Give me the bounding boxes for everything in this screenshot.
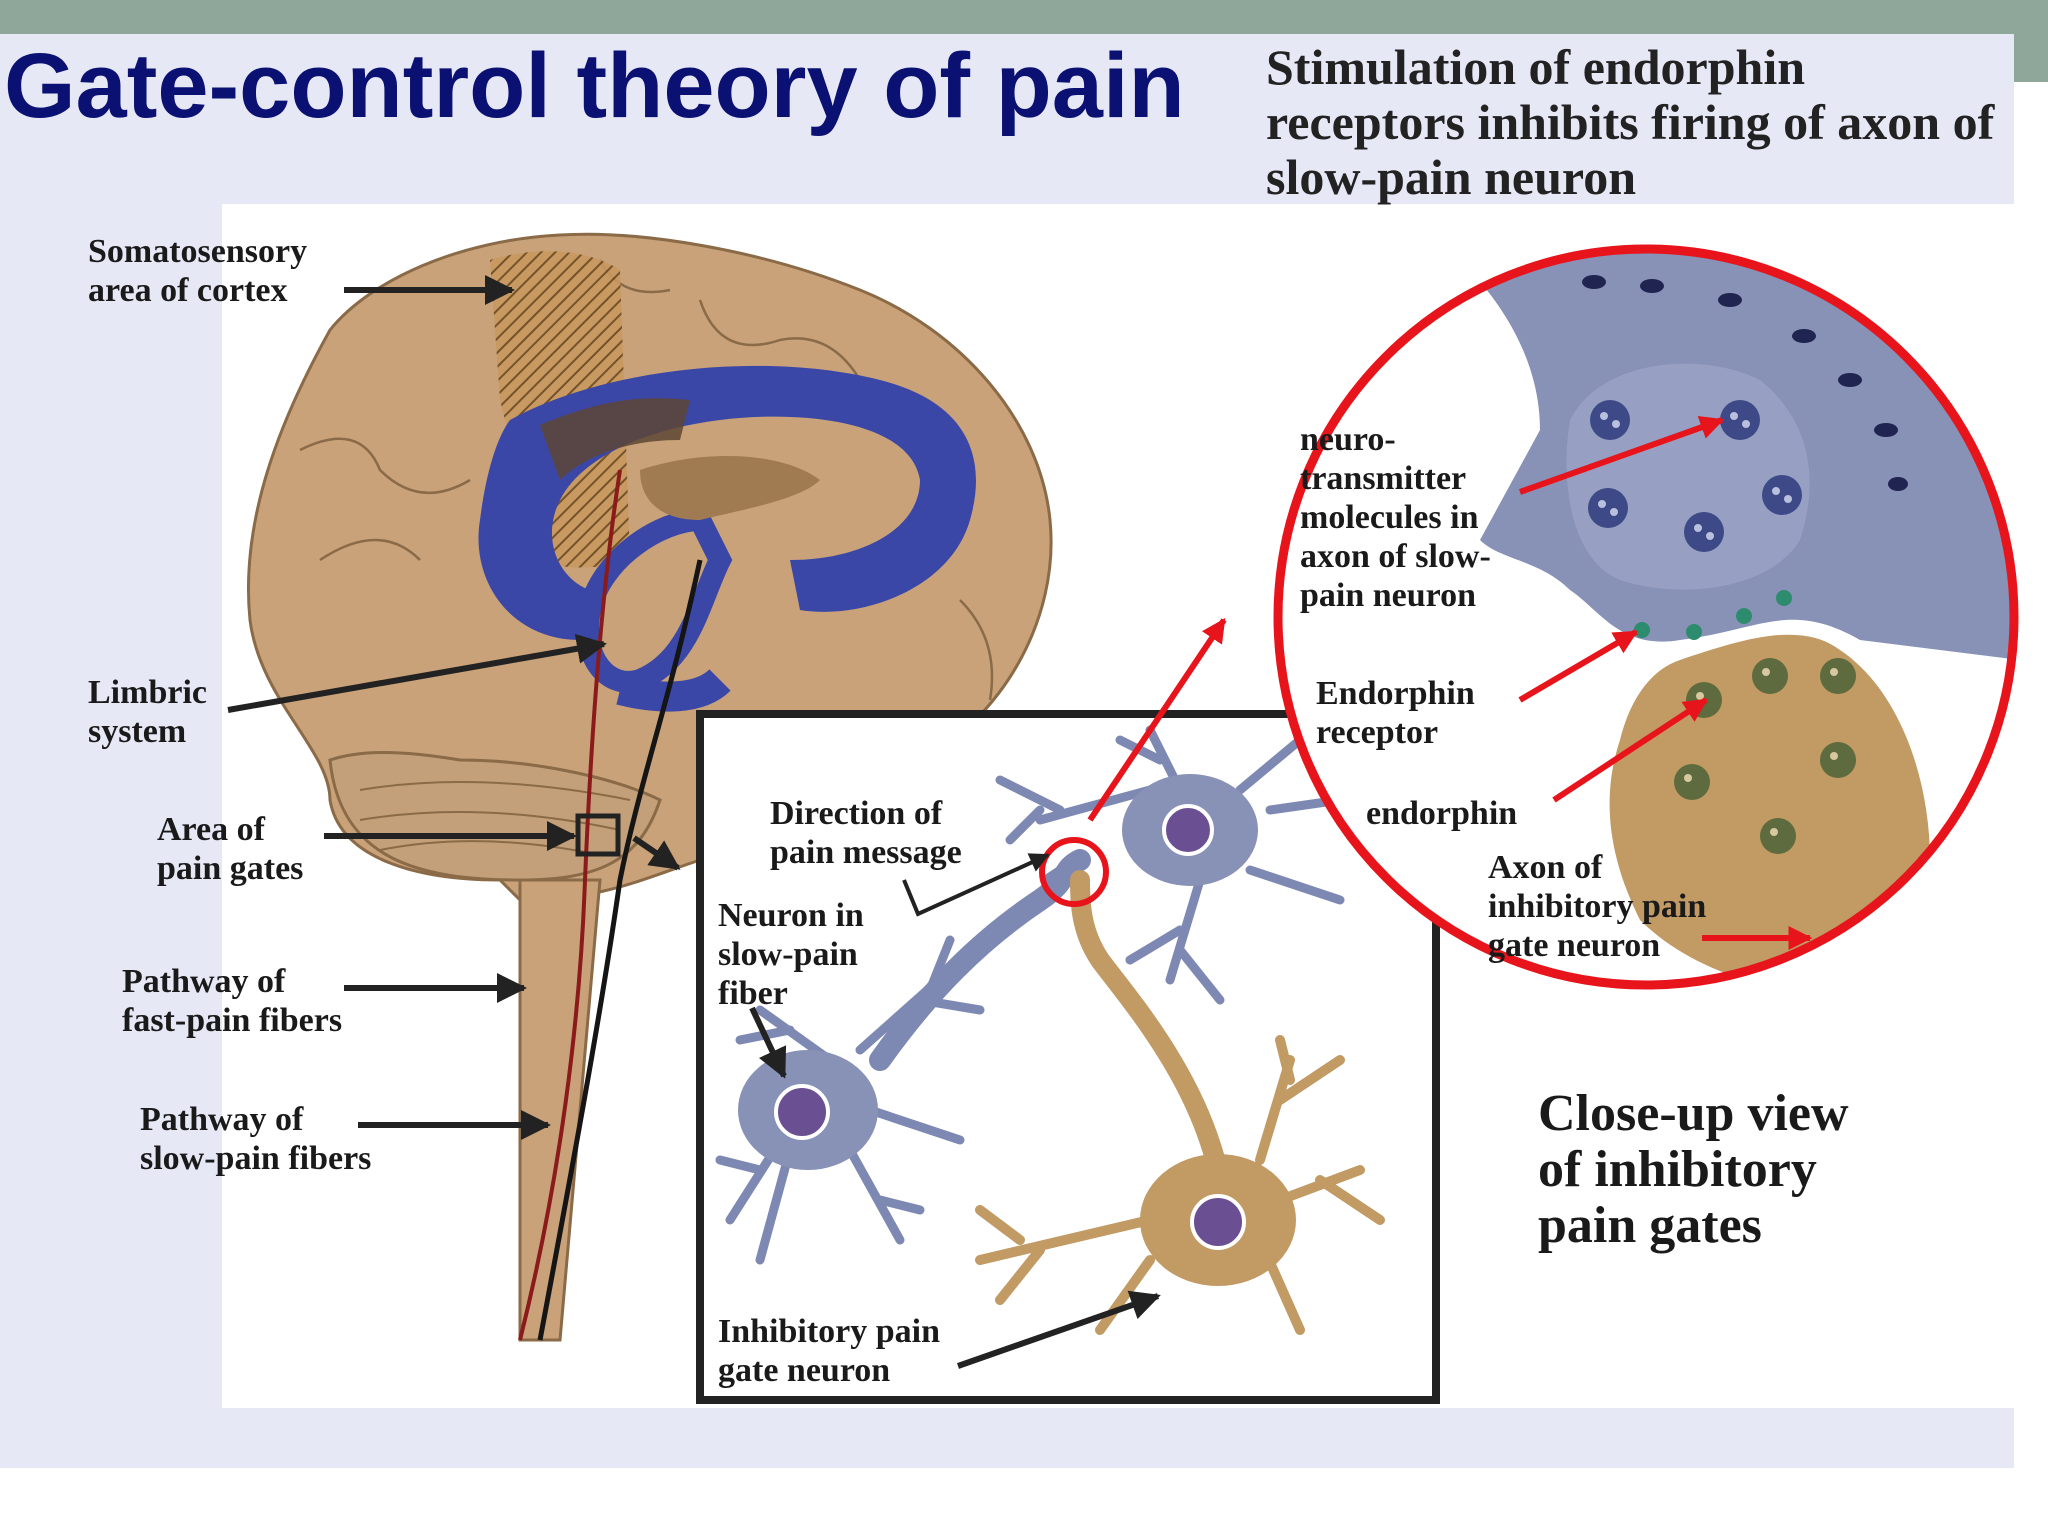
red-arrows: [1087, 415, 1813, 950]
top-bar: [0, 0, 2048, 34]
label-slow-pain-pathway: Pathway of slow-pain fibers: [140, 1101, 372, 1177]
right-edge-tab: [2014, 34, 2048, 82]
label-arrows: [227, 275, 1161, 1369]
label-inhibitory-neuron: Inhibitory pain gate neuron: [718, 1313, 941, 1389]
label-slow-pain-neuron: Neuron in slow-pain fiber: [718, 897, 864, 1012]
direction-arrow: [902, 853, 1050, 917]
label-fast-pain-pathway: Pathway of fast-pain fibers: [122, 963, 343, 1039]
label-neurotransmitter: neuro- transmitter molecules in axon of …: [1300, 421, 1491, 614]
label-closeup-view: Close-up view of inhibitory pain gates: [1538, 1085, 1849, 1254]
label-endorphin: endorphin: [1366, 795, 1518, 832]
label-limbic-system: Limbric system: [88, 674, 207, 750]
label-axon-inhibitory: Axon of inhibitory pain gate neuron: [1488, 849, 1707, 964]
neuron-inset: [696, 710, 1440, 1404]
subtitle: Stimulation of endorphin receptors inhib…: [1266, 39, 1995, 205]
label-direction-of-pain: Direction of pain message: [770, 795, 962, 871]
label-somatosensory: Somatosensory area of cortex: [88, 233, 308, 309]
page-title: Gate-control theory of pain: [4, 35, 1185, 137]
label-pain-gates-area: Area of pain gates: [157, 811, 304, 887]
closeup-circle: [1273, 244, 2019, 990]
label-endorphin-receptor: Endorphin receptor: [1316, 675, 1475, 751]
